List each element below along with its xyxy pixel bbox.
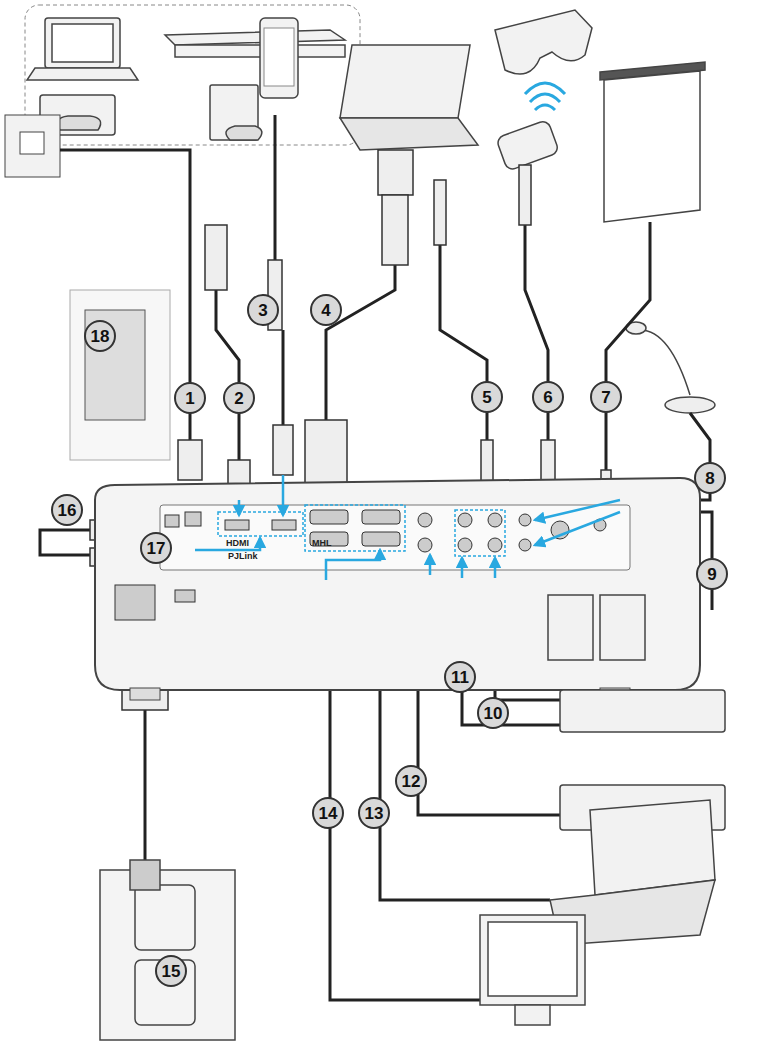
callout-number: 1 [185, 390, 194, 407]
callout-number: 8 [705, 470, 714, 487]
wireless-signal [525, 83, 565, 110]
network-jack [5, 115, 60, 177]
callout-number: 3 [258, 302, 267, 319]
callout-number: 18 [91, 328, 110, 345]
laptop [340, 45, 478, 150]
rj45-socket [20, 132, 44, 154]
callout-circle: 13 [358, 797, 390, 829]
hdmi-dongle-inset [70, 290, 170, 460]
callout-circle: 7 [590, 381, 622, 413]
callout-number: 2 [234, 390, 243, 407]
callout-number: 13 [365, 805, 384, 822]
power-outlet [100, 860, 235, 1040]
callout-circle: 10 [477, 697, 509, 729]
port-label: HDMI [226, 539, 249, 548]
callout-number: 17 [147, 540, 166, 557]
callout-circle: 18 [84, 320, 116, 352]
callout-number: 4 [321, 302, 330, 319]
port-label: PJLink [228, 552, 258, 561]
callout-circle: 17 [140, 532, 172, 564]
callout-circle: 6 [532, 381, 564, 413]
source-devices [27, 18, 345, 140]
projector [95, 478, 700, 700]
callout-circle: 4 [310, 294, 342, 326]
callout-circle: 2 [223, 382, 255, 414]
source-group [25, 5, 360, 145]
phone-screen [264, 28, 294, 86]
callout-circle: 1 [174, 382, 206, 414]
3d-glasses [495, 10, 592, 171]
av-devices [548, 595, 725, 830]
port-label: MHL [312, 539, 332, 548]
callout-number: 12 [402, 773, 421, 790]
callout-circle: 3 [247, 294, 279, 326]
callout-circle: 12 [395, 765, 427, 797]
callout-circle: 5 [471, 381, 503, 413]
callout-circle: 14 [312, 797, 344, 829]
projection-screen [600, 62, 705, 222]
microphone [626, 322, 715, 413]
monitor [480, 915, 585, 1025]
smartphone [260, 18, 298, 98]
hdmi-dongle [85, 310, 145, 420]
callout-number: 15 [162, 963, 181, 980]
callout-circle: 11 [444, 661, 476, 693]
callout-number: 11 [451, 669, 469, 686]
callout-number: 6 [543, 389, 552, 406]
callout-number: 7 [601, 389, 610, 406]
callout-circle: 8 [694, 462, 726, 494]
callout-circle: 9 [696, 558, 728, 590]
callout-number: 16 [58, 502, 77, 519]
callout-circle: 16 [51, 494, 83, 526]
callout-number: 10 [484, 705, 503, 722]
port-arrows [195, 475, 620, 580]
callout-number: 9 [707, 566, 716, 583]
callout-circle: 15 [155, 955, 187, 987]
callout-number: 5 [482, 389, 491, 406]
callout-number: 14 [319, 805, 338, 822]
